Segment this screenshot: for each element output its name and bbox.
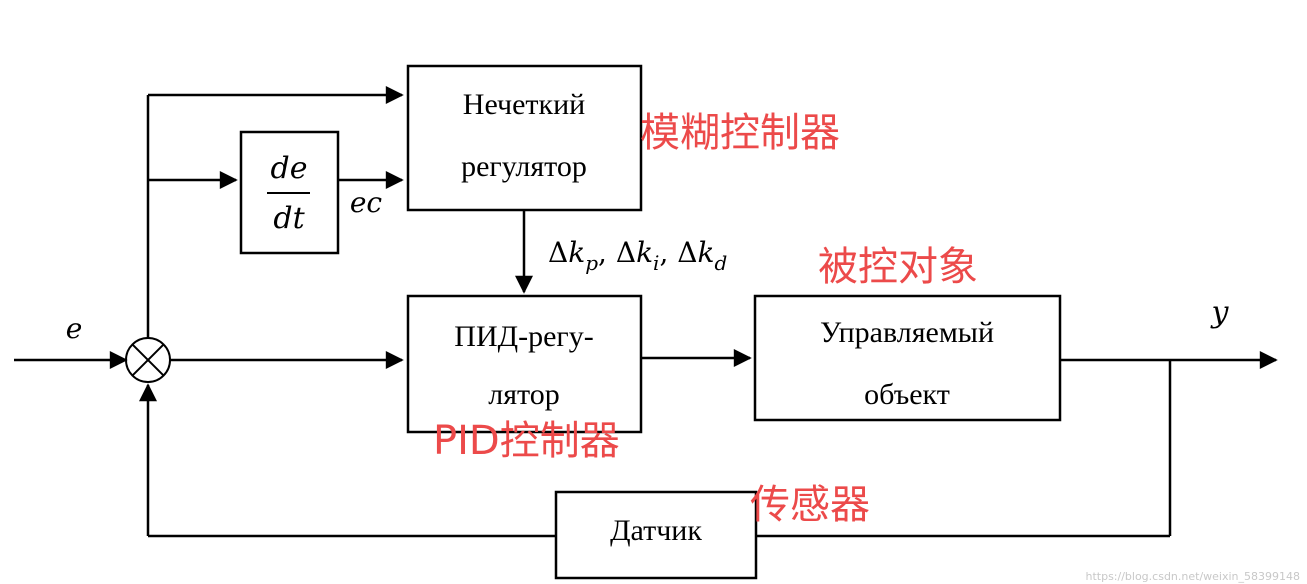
fuzzy-controller-annotation: 模糊控制器 — [640, 110, 840, 156]
plant-block — [753, 294, 1062, 422]
derivative-denominator: dt — [273, 201, 305, 236]
ec-signal-label: ec — [350, 186, 383, 219]
pid-controller-annotation: PID控制器 — [433, 418, 620, 464]
pid-label-line2: лятор — [488, 378, 559, 411]
output-signal-label: y — [1210, 295, 1230, 330]
error-signal-label: e — [66, 312, 83, 345]
derivative-block — [239, 130, 340, 255]
fuzzy-label-line1: Нечеткий — [463, 88, 585, 121]
pid-label-line1: ПИД-регу- — [454, 320, 593, 353]
plant-label-line1: Управляемый — [820, 316, 994, 349]
sensor-block — [554, 490, 758, 580]
sensor-annotation: 传感器 — [750, 482, 870, 528]
plant-label-line2: объект — [864, 378, 950, 411]
gains-label: Δkp, Δki, Δkd — [548, 236, 727, 275]
fuzzy-label-line2: регулятор — [461, 150, 587, 183]
summing-cross-b — [131, 343, 165, 377]
derivative-numerator: de — [271, 151, 308, 186]
sensor-label: Датчик — [610, 514, 702, 547]
pid-controller-block — [406, 294, 643, 434]
watermark-text: https://blog.csdn.net/weixin_58399148 — [1085, 570, 1300, 583]
fuzzy-controller-block — [406, 64, 643, 212]
plant-annotation: 被控对象 — [818, 244, 978, 290]
